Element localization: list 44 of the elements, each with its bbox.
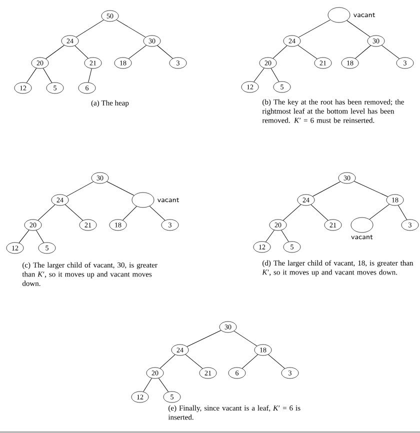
tree-edge bbox=[270, 68, 280, 82]
vacant-node bbox=[350, 217, 374, 233]
tree-edge bbox=[312, 181, 341, 197]
tree-edge bbox=[36, 230, 44, 243]
tree-edge bbox=[242, 354, 258, 369]
tree-edge bbox=[268, 354, 285, 369]
tree-edge bbox=[298, 44, 318, 60]
tree-edge bbox=[310, 204, 328, 221]
tree-edge bbox=[254, 68, 264, 82]
tree-edge bbox=[18, 230, 30, 244]
tree-edge bbox=[66, 181, 94, 197]
tree-edge bbox=[355, 45, 371, 59]
tree-edge bbox=[298, 20, 331, 38]
tree-edge bbox=[281, 230, 289, 242]
tree-edge bbox=[346, 20, 370, 38]
tree-edge bbox=[143, 378, 152, 392]
tree-edge bbox=[272, 45, 288, 59]
tree-edge bbox=[398, 205, 408, 220]
tree-edge bbox=[186, 330, 222, 347]
tree-edge bbox=[128, 45, 147, 59]
tree-edge bbox=[158, 378, 169, 392]
tree-edge bbox=[88, 68, 92, 83]
tree-edge bbox=[234, 330, 258, 346]
tree-edge bbox=[46, 45, 64, 59]
tree-edge bbox=[185, 354, 203, 369]
tree-edge bbox=[282, 204, 302, 221]
tree-edge bbox=[157, 45, 173, 59]
tree-edge bbox=[64, 204, 84, 221]
tree-edge bbox=[354, 181, 388, 197]
tree-edge bbox=[160, 354, 176, 369]
tree-edge bbox=[122, 206, 137, 220]
vacant-node bbox=[132, 192, 154, 208]
tree-edge bbox=[26, 68, 37, 84]
tree-edge bbox=[74, 45, 88, 59]
tree-edge bbox=[381, 45, 400, 59]
tree-edge bbox=[38, 204, 56, 221]
tree-edge bbox=[369, 204, 390, 220]
tree-edge bbox=[76, 20, 104, 38]
tree-edge bbox=[149, 206, 166, 221]
tree-edge bbox=[106, 181, 134, 196]
tree-edge bbox=[266, 230, 275, 242]
vacant-node bbox=[328, 7, 350, 23]
tree-edge bbox=[116, 20, 146, 38]
tree-edge bbox=[42, 68, 52, 83]
